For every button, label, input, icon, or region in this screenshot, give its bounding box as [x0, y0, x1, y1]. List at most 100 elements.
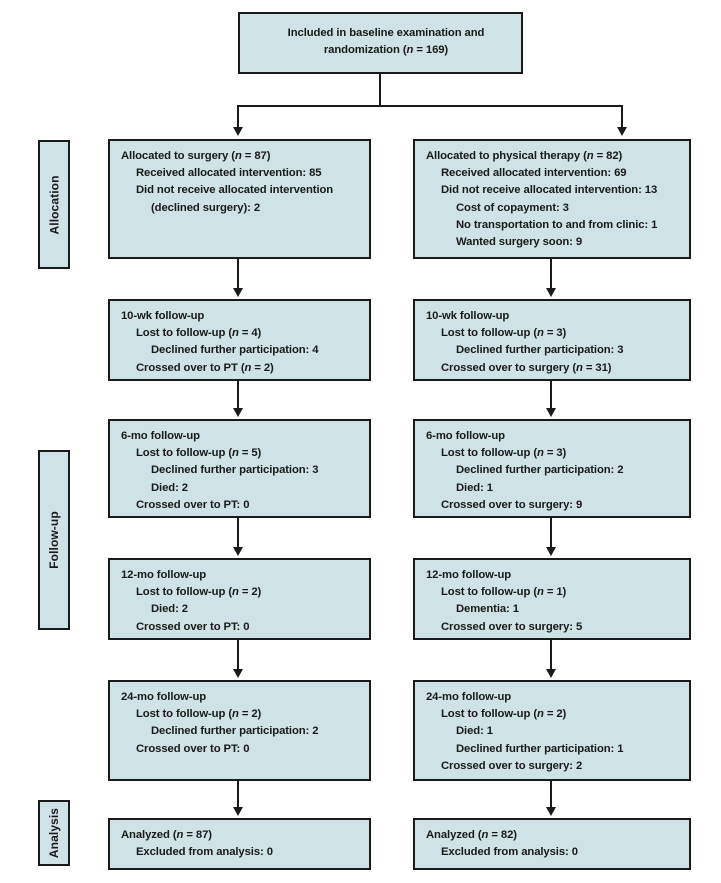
- connector-surgery-12mo-to-24mo: [237, 640, 239, 671]
- pt-analysis-lines: Analyzed (n = 82) Excluded from analysis:…: [415, 820, 689, 861]
- box-line: Declined further participation: 1: [456, 742, 624, 755]
- surgery-analysis-box: Analyzed (n = 87) Excluded from analysis:…: [108, 818, 371, 870]
- box-line: Lost to follow-up (n = 1): [441, 586, 567, 599]
- connector-surgery-10wk-to-6mo: [237, 381, 239, 410]
- box-line: Crossed over to surgery: 2: [441, 759, 583, 772]
- stage-label-followup: Follow-up: [38, 450, 70, 630]
- box-line: Lost to follow-up (n = 5): [136, 447, 262, 460]
- box-line: Crossed over to surgery (n = 31): [441, 361, 612, 374]
- connector-split-left: [237, 105, 239, 129]
- arrowhead-surgery-analysis: [233, 807, 243, 816]
- box-line: Cost of copayment: 3: [456, 201, 569, 214]
- surgery-allocation-lines: Allocated to surgery (n = 87) Received al…: [110, 141, 369, 217]
- box-line: Dementia: 1: [456, 603, 519, 616]
- box-line: No transportation to and from clinic: 1: [456, 218, 658, 231]
- box-line: Lost to follow-up (n = 3): [441, 447, 567, 460]
- box-line: Died: 1: [456, 481, 493, 494]
- connector-surgery-6mo-to-12mo: [237, 518, 239, 549]
- box-line: 24-mo follow-up: [426, 691, 512, 703]
- connector-pt-alloc-to-10wk: [550, 259, 552, 290]
- enrollment-line-1: Included in baseline examination and: [287, 27, 485, 39]
- box-line: Died: 2: [151, 603, 188, 616]
- pt-analysis-box: Analyzed (n = 82) Excluded from analysis:…: [413, 818, 691, 870]
- arrowhead-to-pt-allocation: [617, 127, 627, 136]
- box-line: Declined further participation: 3: [151, 464, 319, 477]
- arrowhead-surgery-10wk: [233, 288, 243, 297]
- stage-label-analysis-text: Analysis: [47, 807, 62, 859]
- connector-pt-12mo-to-24mo: [550, 640, 552, 671]
- arrowhead-surgery-6mo: [233, 408, 243, 417]
- box-line: 24-mo follow-up: [121, 691, 207, 703]
- box-line: 10-wk follow-up: [426, 310, 510, 322]
- box-line: 6-mo follow-up: [121, 430, 200, 442]
- arrowhead-pt-12mo: [546, 547, 556, 556]
- arrowhead-surgery-12mo: [233, 547, 243, 556]
- box-line: Allocated to surgery (n = 87): [121, 150, 271, 162]
- box-line: Received allocated intervention: 85: [136, 167, 322, 180]
- box-line: Lost to follow-up (n = 4): [136, 327, 262, 340]
- connector-pt-24mo-to-analysis: [550, 781, 552, 809]
- box-line: 12-mo follow-up: [426, 569, 512, 581]
- arrowhead-surgery-24mo: [233, 669, 243, 678]
- box-line: 6-mo follow-up: [426, 430, 505, 442]
- box-line: Excluded from analysis: 0: [441, 846, 578, 859]
- box-line: Lost to follow-up (n = 2): [136, 708, 262, 721]
- box-line: Lost to follow-up (n = 2): [441, 708, 567, 721]
- box-line: Wanted surgery soon: 9: [456, 236, 583, 249]
- box-line: Died: 2: [151, 481, 188, 494]
- box-line: 12-mo follow-up: [121, 569, 207, 581]
- surgery-analysis-lines: Analyzed (n = 87) Excluded from analysis:…: [110, 820, 369, 861]
- box-line: Crossed over to PT: 0: [136, 620, 250, 633]
- box-line: Received allocated intervention: 69: [441, 167, 627, 180]
- box-line: Declined further participation: 2: [456, 464, 624, 477]
- connector-surgery-alloc-to-10wk: [237, 259, 239, 290]
- arrowhead-to-surgery-allocation: [233, 127, 243, 136]
- pt-allocation-lines: Allocated to physical therapy (n = 82) Re…: [415, 141, 689, 251]
- connector-split-right: [621, 105, 623, 129]
- box-line: Declined further participation: 2: [151, 725, 319, 738]
- connector-pt-6mo-to-12mo: [550, 518, 552, 549]
- box-line: Crossed over to PT: 0: [136, 742, 250, 755]
- box-line: Analyzed (n = 87): [121, 829, 212, 841]
- box-line: Did not receive allocated intervention: …: [441, 184, 658, 197]
- box-line: Crossed over to surgery: 9: [441, 498, 583, 511]
- box-line: Died: 1: [456, 725, 493, 738]
- box-line: (declined surgery): 2: [151, 201, 261, 214]
- arrowhead-pt-6mo: [546, 408, 556, 417]
- stage-label-analysis: Analysis: [38, 800, 70, 866]
- connector-pt-10wk-to-6mo: [550, 381, 552, 410]
- surgery-allocation-box: Allocated to surgery (n = 87) Received al…: [108, 139, 371, 259]
- arrowhead-pt-analysis: [546, 807, 556, 816]
- connector-enrollment-stem: [379, 74, 381, 107]
- connector-surgery-24mo-to-analysis: [237, 781, 239, 809]
- enrollment-line-2: randomization (n = 169): [323, 44, 449, 57]
- enrollment-box: Included in baseline examination and ran…: [238, 12, 523, 74]
- box-line: Crossed over to surgery: 5: [441, 620, 583, 633]
- box-line: Allocated to physical therapy (n = 82): [426, 150, 623, 162]
- box-line: Excluded from analysis: 0: [136, 846, 273, 859]
- stage-label-allocation-text: Allocation: [47, 174, 62, 235]
- box-line: Lost to follow-up (n = 3): [441, 327, 567, 340]
- connector-split-bar: [237, 105, 623, 107]
- pt-allocation-box: Allocated to physical therapy (n = 82) Re…: [413, 139, 691, 259]
- arrowhead-pt-10wk: [546, 288, 556, 297]
- stage-label-followup-text: Follow-up: [47, 511, 61, 569]
- box-line: Did not receive allocated intervention: [136, 184, 334, 197]
- box-line: Lost to follow-up (n = 2): [136, 586, 262, 599]
- box-line: Analyzed (n = 82): [426, 829, 517, 841]
- box-line: Declined further participation: 4: [151, 344, 319, 357]
- box-line: 10-wk follow-up: [121, 310, 205, 322]
